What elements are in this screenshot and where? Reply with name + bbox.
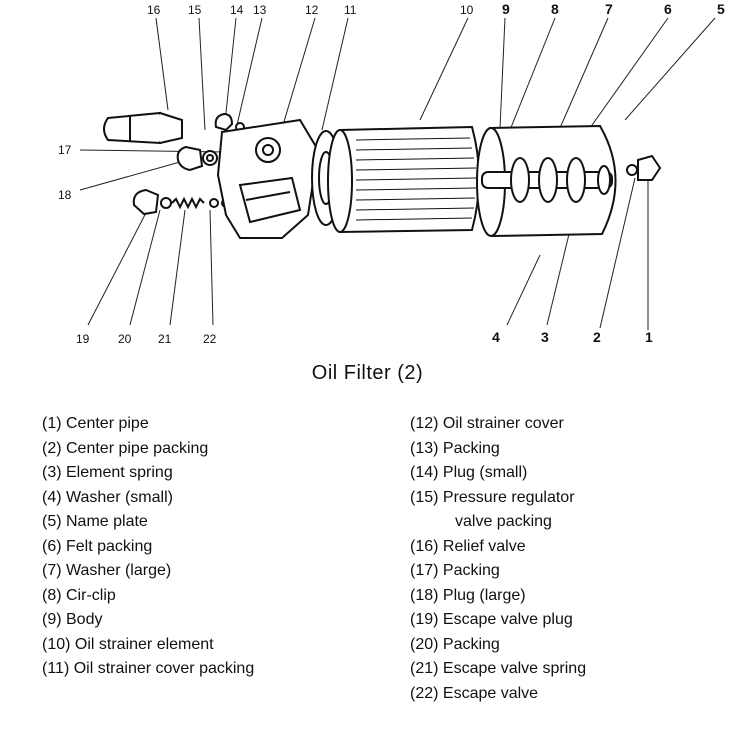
callout-7: 7	[605, 1, 613, 17]
callout-8: 8	[551, 1, 559, 17]
center-pipe-icon	[481, 157, 613, 203]
oil-strainer-cover-icon	[216, 118, 320, 239]
legend-item: (7) Washer (large)	[42, 562, 172, 579]
callout-21: 21	[158, 332, 172, 346]
parts-legend-left: (1) Center pipe (2) Center pipe packing …	[42, 412, 382, 682]
legend-item: (8) Cir-clip	[42, 586, 116, 604]
parts-legend-right: (12) Oil strainer cover (13) Packing (14…	[410, 412, 730, 706]
callout-11: 11	[344, 3, 357, 17]
callout-22: 22	[203, 332, 217, 346]
legend-item: (10) Oil strainer element	[42, 635, 214, 653]
callout-12: 12	[305, 3, 319, 17]
callout-5: 5	[717, 1, 725, 17]
leader-lines	[79, 17, 716, 330]
filter-parts	[103, 111, 662, 239]
callout-9: 9	[502, 1, 510, 17]
callout-19: 19	[76, 332, 90, 346]
callout-15: 15	[188, 3, 202, 17]
small-plug-icon	[214, 112, 245, 132]
callout-16: 16	[147, 3, 161, 17]
legend-item: (14) Plug (small)	[410, 464, 528, 481]
legend-item: (12) Oil strainer cover	[410, 415, 564, 432]
legend-item: (15) Pressure regulator	[410, 488, 575, 506]
escape-valve-assembly-icon	[132, 188, 231, 216]
center-pipe-nut-icon	[626, 154, 662, 181]
legend-item: (9) Body	[42, 611, 103, 628]
legend-item: (22) Escape valve	[410, 684, 539, 702]
callout-13: 13	[253, 3, 267, 17]
callout-2: 2	[593, 329, 601, 345]
legend-item: (19) Escape valve plug	[410, 611, 573, 628]
callout-10: 10	[460, 3, 474, 17]
legend-item: (6) Felt packing	[42, 537, 153, 555]
legend-item: (17) Packing	[410, 562, 500, 579]
exploded-view-diagram: 1 2 3 4 5 6 7 8 9 10 11 12 13 14 15 16 1…	[0, 0, 735, 350]
legend-item: (2) Center pipe packing	[42, 439, 209, 457]
legend-item-continuation: valve packing	[455, 513, 552, 530]
legend-item: (1) Center pipe	[42, 415, 149, 432]
large-plug-icon	[176, 145, 218, 172]
legend-item: (4) Washer (small)	[42, 488, 173, 506]
callout-20: 20	[118, 332, 132, 346]
legend-item: (13) Packing	[410, 439, 500, 457]
callout-4: 4	[492, 329, 500, 345]
callout-14: 14	[230, 3, 244, 17]
strainer-element-icon	[327, 125, 480, 234]
callout-18: 18	[58, 188, 72, 202]
callout-3: 3	[541, 329, 549, 345]
legend-item: (5) Name plate	[42, 513, 148, 530]
callout-numbers: 1 2 3 4 5 6 7 8 9 10 11 12 13 14 15 16 1…	[58, 1, 725, 346]
figure-caption: Oil Filter (2)	[311, 362, 424, 384]
legend-item: (11) Oil strainer cover packing	[42, 660, 255, 677]
legend-item: (16) Relief valve	[410, 537, 526, 555]
callout-17: 17	[58, 143, 72, 157]
legend-item: (21) Escape valve spring	[410, 660, 587, 677]
legend-item: (18) Plug (large)	[410, 586, 526, 604]
relief-valve-icon	[103, 111, 183, 145]
legend-item: (3) Element spring	[42, 464, 173, 481]
callout-1: 1	[645, 329, 653, 345]
legend-item: (20) Packing	[410, 635, 500, 653]
callout-6: 6	[664, 1, 672, 17]
